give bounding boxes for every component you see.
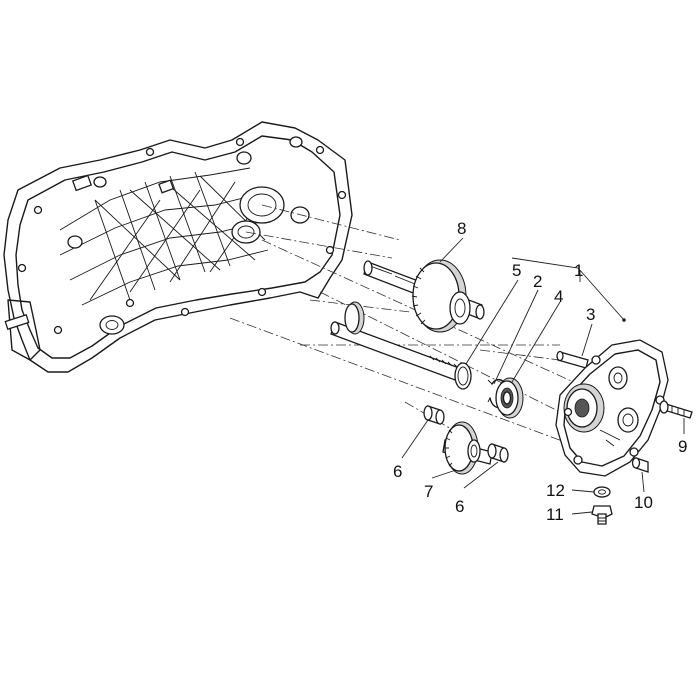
bearing [495,377,524,419]
callout-10: 10 [634,493,653,512]
callout-7: 7 [424,482,433,501]
callout-5: 5 [512,261,521,280]
callout-3: 3 [586,305,595,324]
bushing-right [487,443,509,463]
bushing-left [423,405,445,425]
intermediate-gear [442,421,493,475]
dowel-pin [556,350,589,369]
drain-plug [591,505,613,525]
transmission-cover [555,339,669,477]
cover-bolt [659,400,693,419]
callout-4: 4 [554,287,563,306]
callout-1: 1 [574,261,583,280]
output-shaft-with-gear [363,259,485,333]
drain-washer [593,486,611,498]
assembly-axis-lines [229,204,601,456]
callout-12: 12 [546,481,565,500]
callout-2: 2 [533,272,542,291]
callout-6-left: 6 [393,462,402,481]
circlip [454,362,472,390]
callout-labels: 8 5 2 1 4 3 6 7 6 9 10 12 11 [393,219,687,524]
crankcase-housing [3,121,353,373]
callout-11: 11 [546,505,564,524]
callout-8: 8 [457,219,466,238]
callout-9: 9 [678,437,687,456]
leader-lines [401,237,685,515]
callout-6-right: 6 [455,497,464,516]
cover-dowel [631,457,649,473]
